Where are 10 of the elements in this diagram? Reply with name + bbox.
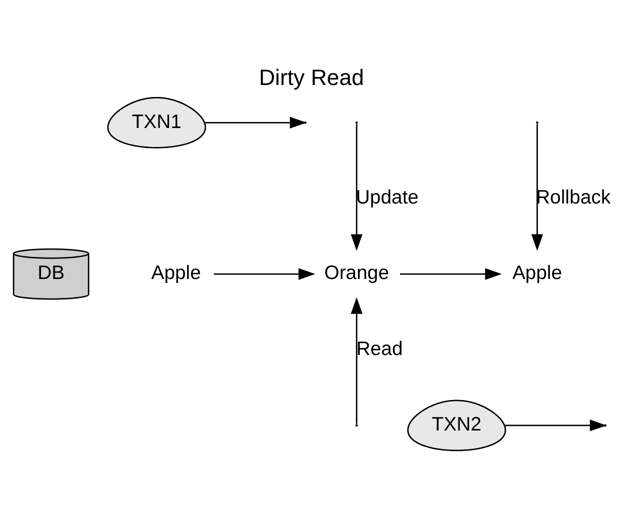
arrow bbox=[350, 124, 362, 251]
edge-label: Read bbox=[356, 338, 403, 360]
arrow bbox=[531, 124, 544, 251]
arrow bbox=[400, 268, 502, 280]
arrow bbox=[214, 268, 316, 280]
node-text: Apple bbox=[151, 262, 201, 284]
diagram-title: Dirty Read bbox=[259, 64, 364, 90]
node-text: Apple bbox=[512, 262, 562, 284]
arrow bbox=[350, 297, 362, 424]
node-text: Orange bbox=[324, 262, 390, 284]
